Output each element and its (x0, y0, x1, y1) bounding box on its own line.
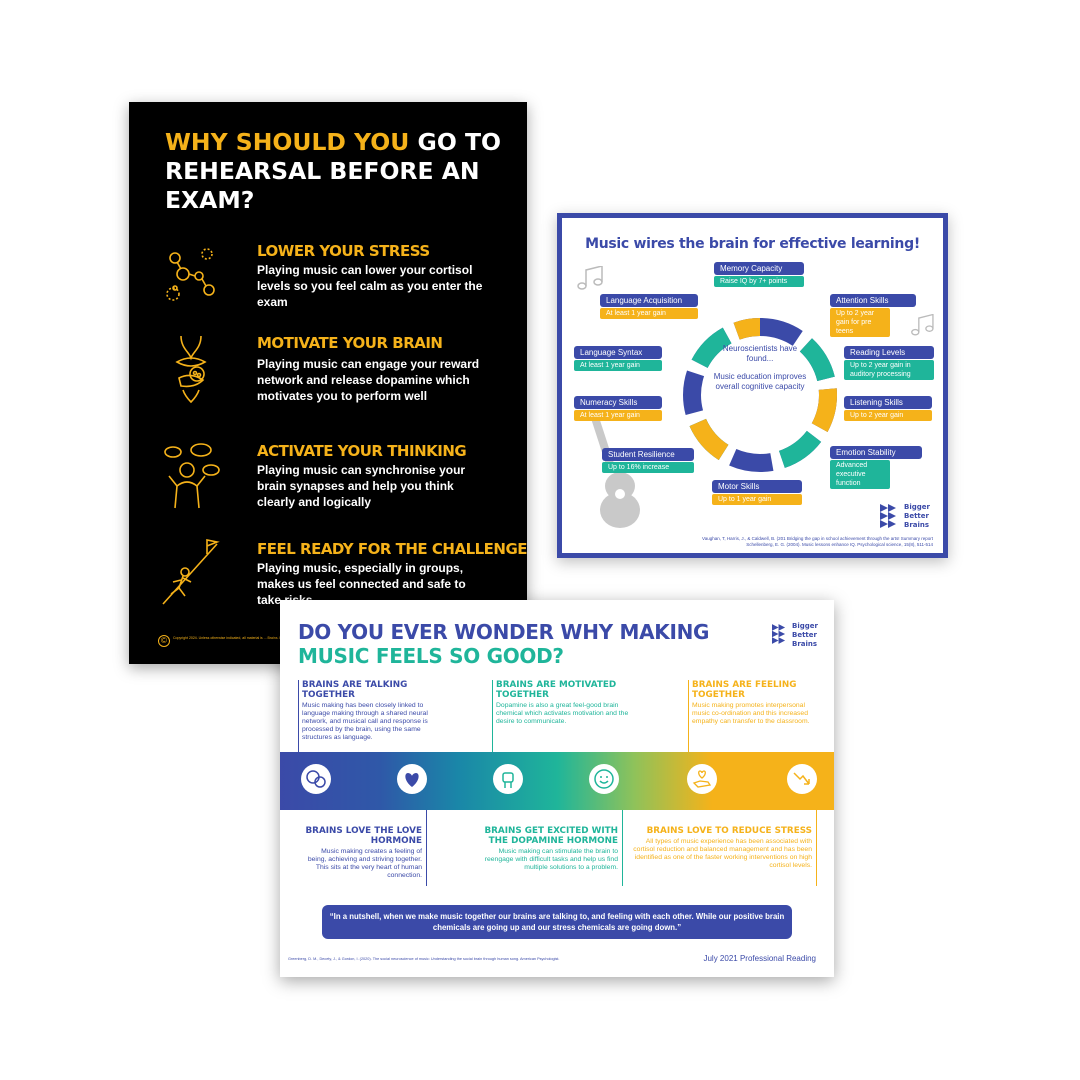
citation: Greenberg, D. M., Decety, J., & Gordon, … (288, 957, 560, 961)
block-talking-together: BRAINS ARE TALKING TOGETHER Music making… (302, 680, 428, 741)
skill-motor-skills: Motor Skills Up to 1 year gain (712, 480, 802, 505)
neuron-synapse-icon (175, 335, 207, 404)
skill-listening-skills: Listening Skills Up to 2 year gain (844, 396, 932, 421)
item-text: Playing music can lower your cortisol le… (257, 263, 483, 309)
references: Vaughan, T, Harris, J., & Caldwell, B. (… (702, 536, 933, 547)
block-motivated-together: BRAINS ARE MOTIVATED TOGETHER Dopamine i… (496, 680, 629, 725)
segmented-ring (683, 318, 837, 472)
raised-fist-icon (493, 764, 523, 794)
skill-language-acquisition: Language Acquisition At least 1 year gai… (600, 294, 698, 319)
skill-numeracy-skills: Numeracy Skills At least 1 year gain (574, 396, 662, 421)
item-heading: ACTIVATE YOUR THINKING (257, 442, 467, 460)
poster-music-feels-good: DO YOU EVER WONDER WHY MAKING MUSIC FEEL… (280, 600, 834, 977)
poster-rehearsal-title: WHY SHOULD YOU GO TO REHEARSAL BEFORE AN… (165, 128, 501, 214)
music-notes-icon (911, 314, 934, 336)
skill-student-resilience: Student Resilience Up to 16% increase (602, 448, 694, 473)
skill-language-syntax: Language Syntax At least 1 year gain (574, 346, 662, 371)
poster-rehearsal: WHY SHOULD YOU GO TO REHEARSAL BEFORE AN… (129, 102, 527, 664)
poster-wires-title: Music wires the brain for effective lear… (585, 236, 920, 252)
publication-date: July 2021 Professional Reading (703, 954, 816, 963)
bbb-logo-text: Bigger Better Brains (904, 503, 930, 529)
music-notes-icon (577, 266, 603, 290)
climbing-person-icon (162, 539, 220, 605)
quote-box: “In a nutshell, when we make music toget… (322, 905, 792, 939)
poster-footer: Copyright 2024. Unless otherwise indicat… (173, 636, 356, 640)
poster-wonder-title: DO YOU EVER WONDER WHY MAKING MUSIC FEEL… (298, 620, 710, 668)
bbb-logo-text: Bigger Better Brains (792, 622, 818, 648)
item-heading: LOWER YOUR STRESS (257, 242, 430, 260)
smiley-icon (589, 764, 619, 794)
skill-reading-levels: Reading Levels Up to 2 year gain in audi… (844, 346, 934, 380)
item-text: Playing music can synchronise your brain… (257, 463, 466, 509)
item-heading: MOTIVATE YOUR BRAIN (257, 334, 443, 352)
gradient-band (280, 752, 834, 810)
skill-memory-capacity: Memory Capacity Raise IQ by 7+ points (714, 262, 804, 287)
item-heading: FEEL READY FOR THE CHALLENGE (257, 540, 527, 558)
hand-heart-icon (687, 764, 717, 794)
block-love-hormone: BRAINS LOVE THE LOVE HORMONE Music makin… (305, 826, 422, 879)
bbb-logo-icon (880, 504, 896, 528)
block-dopamine-hormone: BRAINS GET EXCITED WITH THE DOPAMINE HOR… (484, 826, 618, 871)
poster-music-wires: Music wires the brain for effective lear… (557, 213, 948, 558)
skill-attention-skills: Attention Skills Up to 2 year gain for p… (830, 294, 916, 337)
molecule-icon (166, 248, 215, 301)
ring-center-text: Neuroscientists have found... Music educ… (713, 344, 807, 391)
heart-icon (397, 764, 427, 794)
thinking-person-icon (164, 443, 220, 509)
speech-bubbles-icon (301, 764, 331, 794)
item-text: Playing music can engage your reward net… (257, 357, 480, 403)
item-text: Playing music, especially in groups, mak… (257, 561, 466, 607)
ukulele-icon (590, 415, 640, 528)
downtrend-icon (787, 764, 817, 794)
skill-emotion-stability: Emotion Stability Advanced executive fun… (830, 446, 922, 489)
copyright-icon: © (158, 635, 170, 647)
block-feeling-together: BRAINS ARE FEELING TOGETHER Music making… (692, 680, 810, 725)
bbb-logo-icon (772, 624, 786, 644)
block-reduce-stress: BRAINS LOVE TO REDUCE STRESS All types o… (633, 826, 812, 869)
